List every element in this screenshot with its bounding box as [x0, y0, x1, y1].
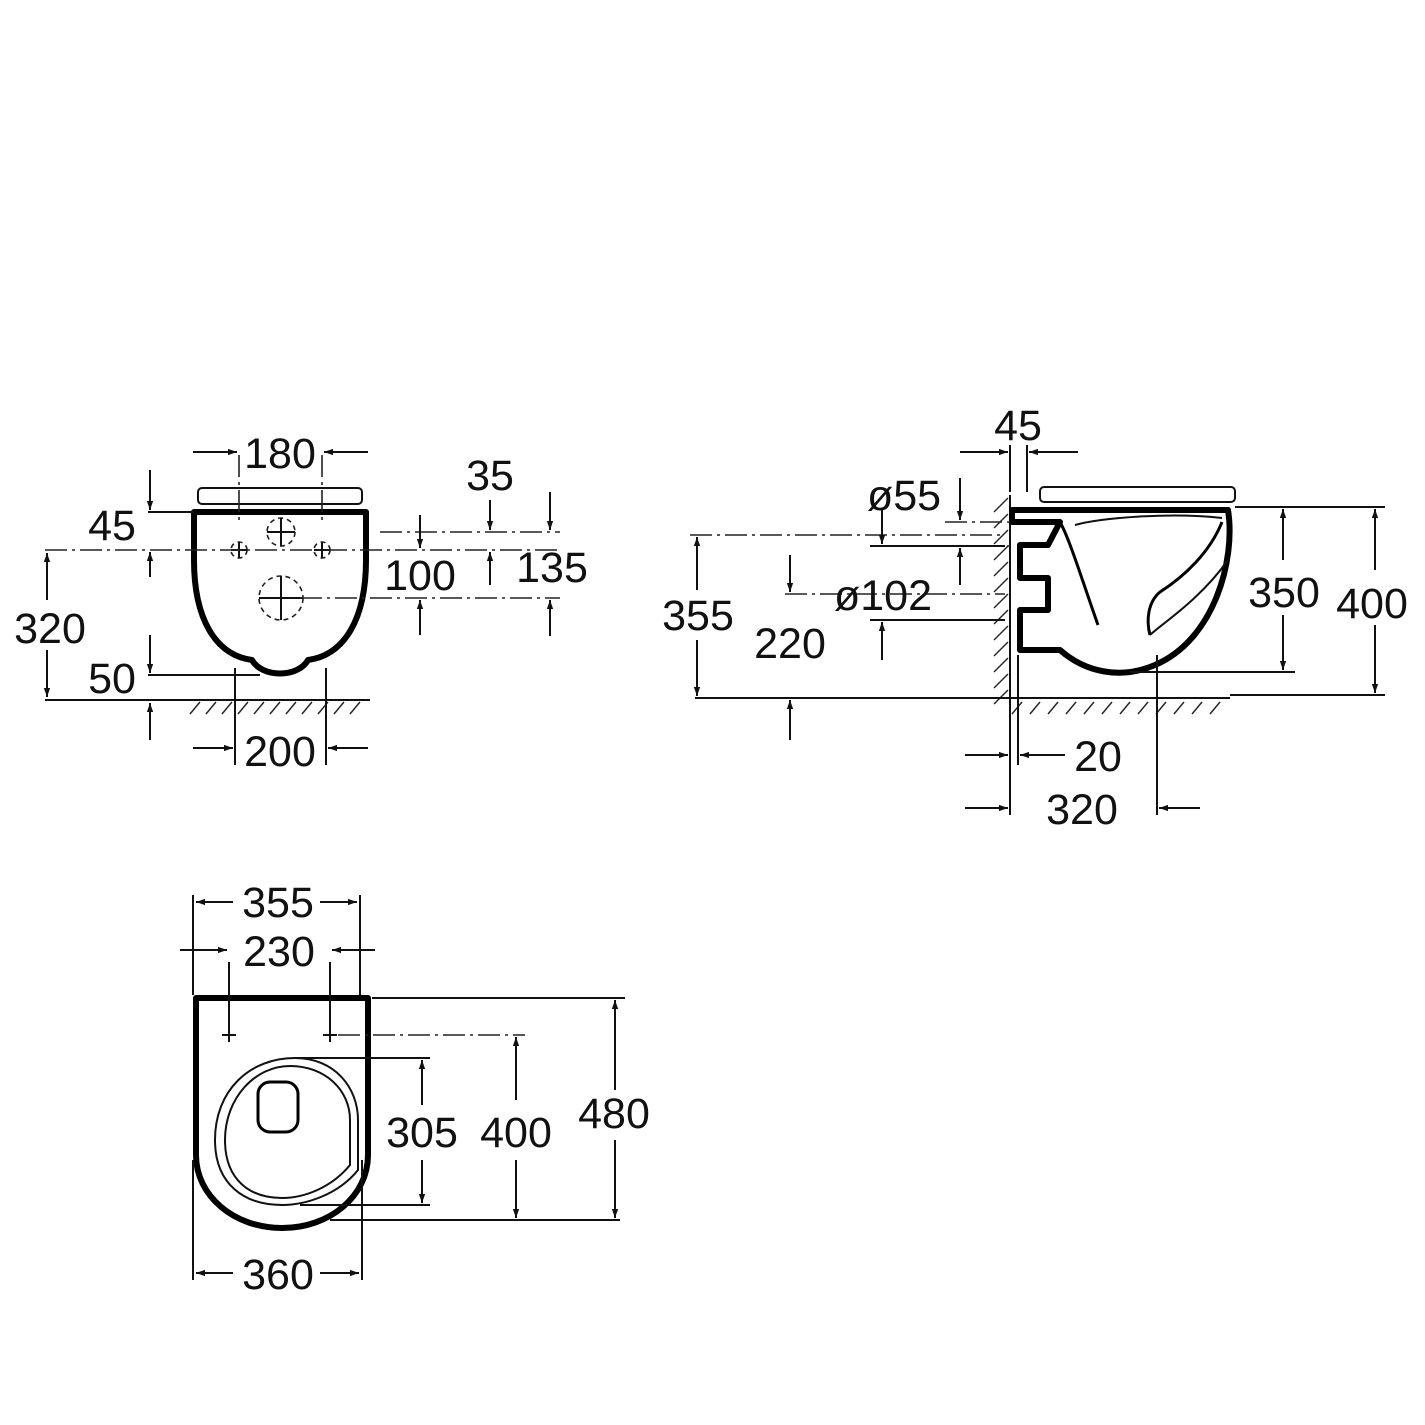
front-seat-outline [197, 487, 363, 505]
dim-360: 360 [192, 1160, 363, 1299]
dim-400-top: 400 [330, 1037, 620, 1221]
top-seat-ring [213, 1056, 359, 1207]
side-bowl-outline [1009, 507, 1233, 676]
dim-50: 50 [88, 635, 260, 740]
dim-355-top: 355 [192, 879, 361, 995]
dim-355-side: 355 [662, 534, 1005, 696]
dim-label-20: 20 [1074, 733, 1122, 781]
dim-400-side: 400 [1230, 509, 1408, 696]
dim-d55: ø55 [867, 472, 1012, 585]
side-floor-hatch [1011, 701, 1221, 715]
dim-label-230: 230 [243, 928, 315, 976]
dim-label-180: 180 [244, 430, 316, 478]
dim-320-front: 320 [14, 553, 86, 697]
dim-label-50: 50 [88, 655, 136, 703]
dim-45-side: 45 [960, 402, 1078, 492]
dim-45-front: 45 [88, 470, 194, 577]
dim-d102: ø102 [785, 508, 1005, 660]
dim-label-355-side: 355 [662, 592, 734, 640]
dim-35: 35 [380, 452, 560, 585]
dim-label-360: 360 [242, 1251, 314, 1299]
dim-label-200: 200 [244, 728, 316, 776]
dim-label-100: 100 [384, 552, 456, 600]
front-floor-hatch [189, 701, 361, 715]
dim-305: 305 [295, 1057, 458, 1206]
side-view: ø55 45 355 ø102 220 [662, 402, 1408, 834]
dim-label-480: 480 [578, 1090, 650, 1138]
dim-20: 20 [965, 655, 1122, 781]
dim-label-400-top: 400 [480, 1109, 552, 1157]
dim-350: 350 [1130, 506, 1385, 673]
dim-label-45-side: 45 [994, 402, 1042, 450]
side-wall-hatch [993, 497, 1009, 705]
top-fixing-holes [222, 1028, 337, 1042]
dim-label-135: 135 [516, 544, 588, 592]
dim-label-220: 220 [754, 620, 826, 668]
dim-230: 230 [180, 928, 375, 1028]
dim-label-355-top: 355 [242, 879, 314, 927]
side-seat-outline [1039, 486, 1236, 503]
dim-220: 220 [754, 555, 826, 740]
dim-180: 180 [193, 430, 368, 478]
front-view: 180 45 35 100 135 [14, 430, 588, 776]
dim-200: 200 [193, 668, 368, 776]
dim-label-350: 350 [1248, 569, 1320, 617]
dim-label-45-front: 45 [88, 502, 136, 550]
dim-100: 100 [384, 515, 456, 635]
top-flush-opening [256, 1080, 300, 1134]
dim-320-side: 320 [965, 655, 1200, 834]
dim-label-320-front: 320 [14, 605, 86, 653]
dim-label-400-side: 400 [1336, 580, 1408, 628]
dim-label-320-side: 320 [1046, 786, 1118, 834]
front-bowl-outline [191, 509, 369, 677]
dim-480: 480 [372, 997, 650, 1218]
top-bowl-outline [193, 995, 371, 1231]
dim-label-35: 35 [466, 452, 514, 500]
dim-label-d102: ø102 [834, 572, 932, 620]
top-view: 355 230 305 400 48 [180, 879, 650, 1299]
front-fixing-holes [230, 517, 331, 621]
dim-label-d55: ø55 [867, 472, 941, 520]
dim-label-305: 305 [386, 1109, 458, 1157]
dim-135: 135 [516, 492, 588, 636]
